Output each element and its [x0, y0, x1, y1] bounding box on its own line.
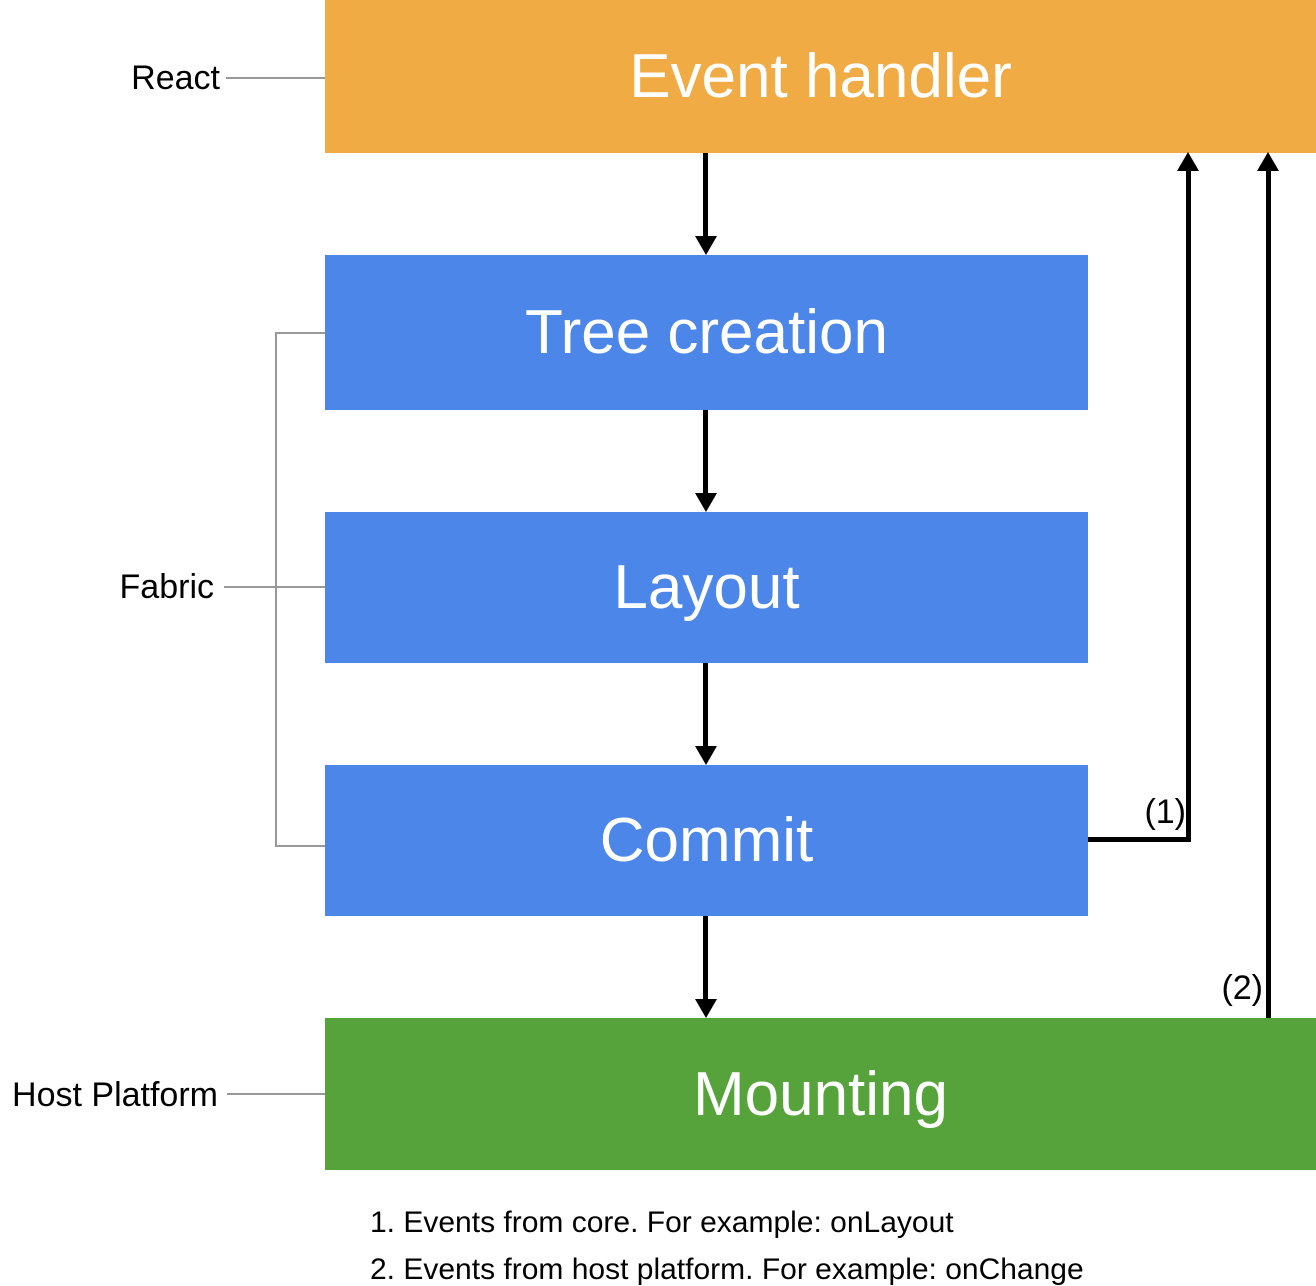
tree-creation-label: Tree creation: [525, 298, 888, 367]
footnote-1: 1. Events from core. For example: onLayo…: [370, 1206, 954, 1239]
commit-box: Commit: [325, 765, 1088, 916]
arrow-layout-to-commit-head-icon: [695, 746, 717, 765]
host-platform-connector-line: [227, 1093, 325, 1095]
arrow-mounting-return-vertical-line: [1266, 170, 1271, 1018]
arrow-tree-to-layout-head-icon: [695, 493, 717, 512]
event-handler-box: Event handler: [325, 0, 1316, 153]
annotation-2-label: (2): [1221, 969, 1263, 1007]
arrow-commit-return-horizontal-line: [1088, 837, 1191, 842]
fabric-bracket-bottom-line: [275, 845, 325, 847]
arrow-mounting-return-head-icon: [1257, 152, 1279, 171]
arrow-commit-return-vertical-line: [1186, 170, 1191, 842]
mounting-box: Mounting: [325, 1018, 1316, 1170]
layout-label: Layout: [613, 553, 800, 622]
arrow-commit-to-mounting-line: [703, 916, 708, 1001]
react-label: React: [131, 59, 220, 97]
arrow-commit-to-mounting-head-icon: [695, 999, 717, 1018]
arrow-event-to-tree-line: [703, 153, 708, 238]
annotation-1-label: (1): [1144, 793, 1186, 831]
layout-box: Layout: [325, 512, 1088, 663]
fabric-label: Fabric: [119, 568, 214, 606]
footnote-2: 2. Events from host platform. For exampl…: [370, 1253, 1084, 1286]
commit-label: Commit: [599, 806, 814, 875]
fabric-bracket-top-line: [275, 332, 325, 334]
event-handler-label: Event handler: [629, 42, 1012, 111]
react-connector-line: [226, 77, 325, 79]
arrow-tree-to-layout-line: [703, 410, 708, 495]
fabric-connector-line: [224, 586, 325, 588]
host-platform-label: Host Platform: [12, 1076, 218, 1114]
fabric-bracket-vertical-line: [275, 332, 277, 847]
arrow-event-to-tree-head-icon: [695, 236, 717, 255]
arrow-commit-return-head-icon: [1177, 152, 1199, 171]
mounting-label: Mounting: [692, 1059, 949, 1129]
arrow-layout-to-commit-line: [703, 663, 708, 748]
tree-creation-box: Tree creation: [325, 255, 1088, 410]
